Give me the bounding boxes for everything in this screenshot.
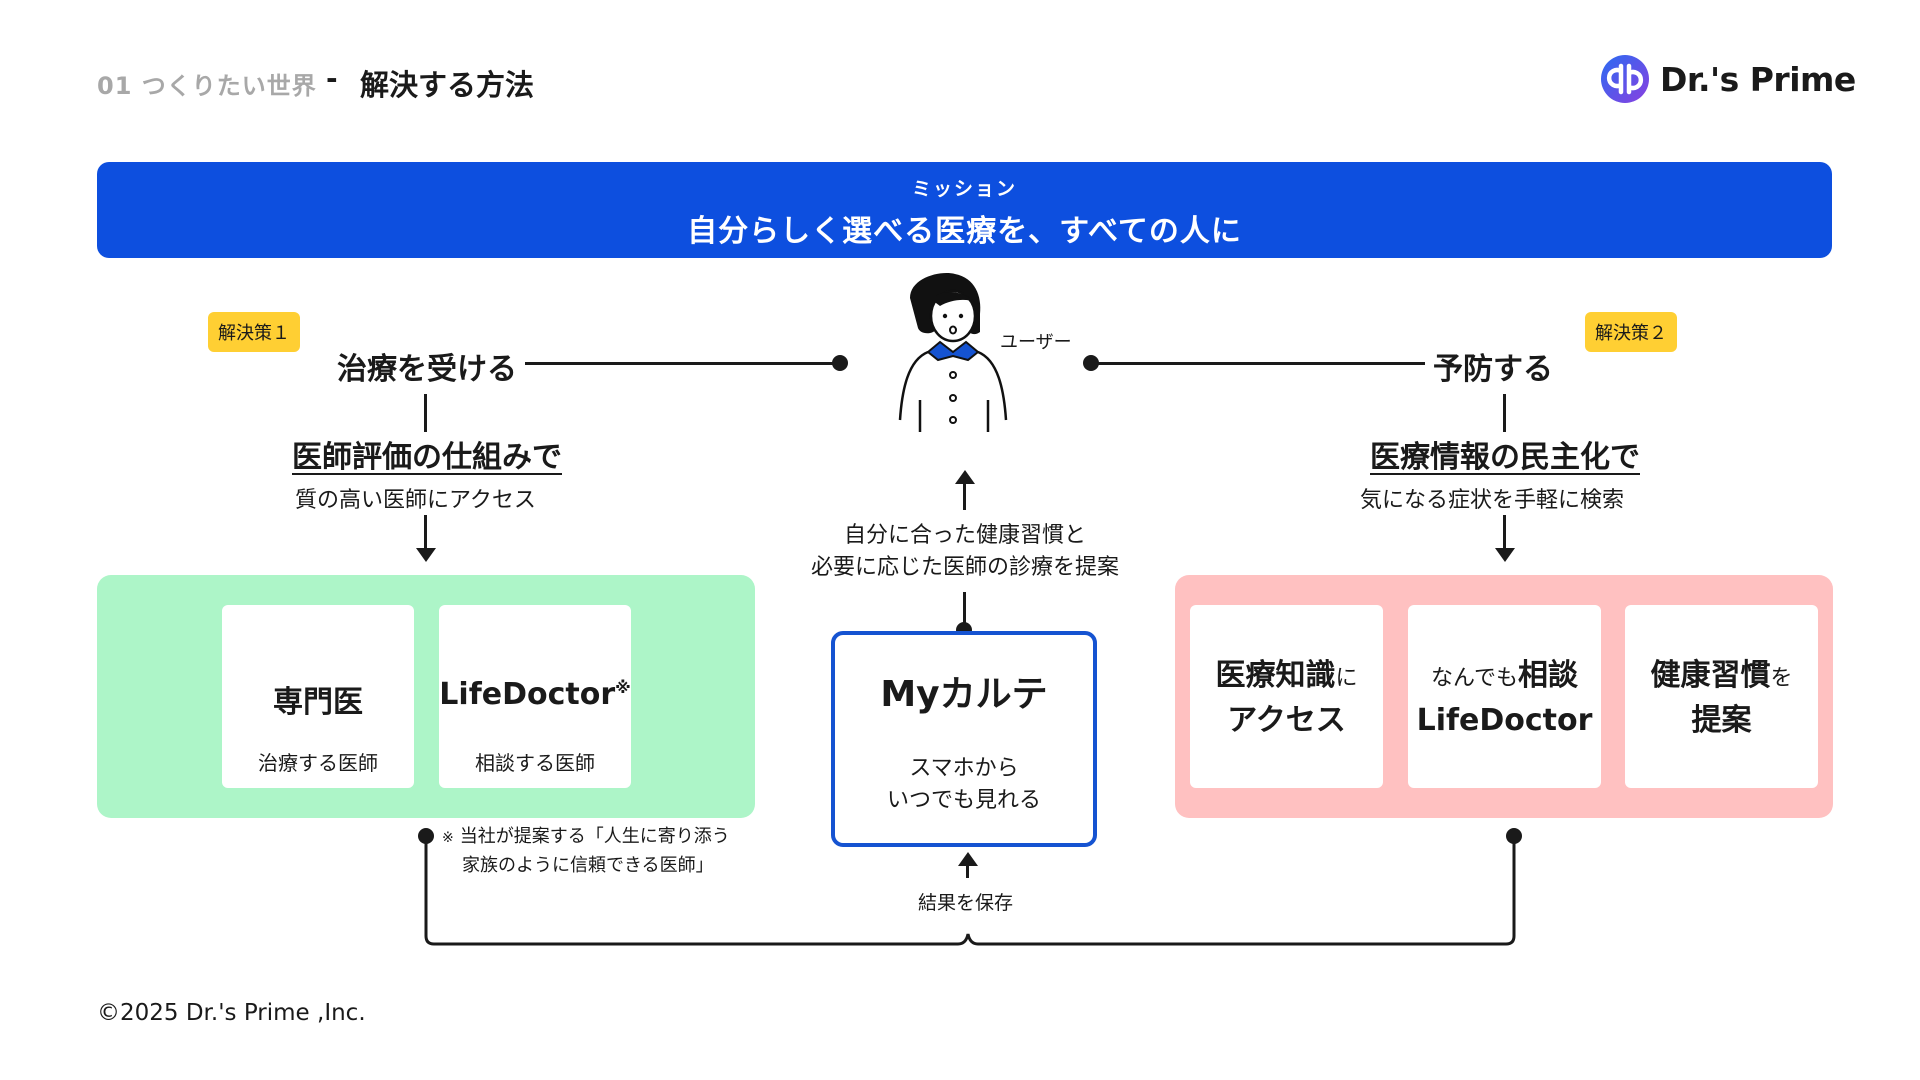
mission-banner: ミッション 自分らしく選べる医療を、すべての人に	[97, 162, 1832, 258]
page-title: 解決する方法	[360, 68, 535, 102]
medical-knowledge-card: 医療知識に アクセス	[1190, 605, 1383, 788]
card-title: 専門医	[273, 685, 363, 720]
card-title-text: LifeDoctor	[439, 677, 616, 712]
karte-subtitle: スマホから いつでも見れる	[835, 753, 1093, 817]
user-illustration-icon	[898, 273, 1008, 432]
note-mark: ※	[615, 678, 631, 697]
note-line-2: 家族のように信頼できる医師」	[462, 855, 714, 876]
section-label: 01 つくりたい世界	[97, 72, 317, 100]
right-subheading: 医療情報の民主化で	[1370, 440, 1640, 475]
suggestion-text: 自分に合った健康習慣と 必要に応じた医師の診療を提案	[790, 520, 1140, 584]
mission-label: ミッション	[911, 178, 1017, 200]
treatment-panel	[97, 575, 755, 818]
left-description: 質の高い医師にアクセス	[295, 488, 536, 513]
header-separator: -	[326, 62, 338, 95]
card-title: LifeDoctor※	[439, 677, 631, 712]
arrow-line	[963, 482, 966, 510]
connector-line	[424, 394, 427, 432]
card-strong: LifeDoctor	[1416, 703, 1593, 738]
save-label: 結果を保存	[918, 892, 1014, 914]
arrow-line	[424, 515, 427, 555]
card-subtitle: 相談する医師	[475, 751, 595, 775]
arrow-up-icon	[955, 470, 975, 484]
left-heading: 治療を受ける	[337, 352, 517, 387]
logo-icon	[1601, 55, 1649, 103]
bottom-connector	[424, 836, 1516, 946]
connector-left-user	[525, 362, 840, 365]
connector-line	[963, 592, 966, 628]
left-subheading: 医師評価の仕組みで	[292, 440, 562, 475]
karte-sub-line-2: いつでも見れる	[886, 788, 1041, 813]
card-weak: に	[1335, 666, 1358, 691]
specialist-card: 専門医 治療する医師	[222, 605, 414, 788]
connector-right-user	[1090, 362, 1425, 365]
card-title: 健康習慣を 提案	[1625, 655, 1818, 742]
card-subtitle: 治療する医師	[258, 751, 378, 775]
card-strong: アクセス	[1227, 703, 1346, 738]
note-line-1: 当社が提案する「人生に寄り添う	[459, 826, 730, 847]
card-strong: 提案	[1691, 703, 1752, 738]
health-habit-card: 健康習慣を 提案	[1625, 605, 1818, 788]
right-description: 気になる症状を手軽に検索	[1360, 488, 1625, 513]
arrow-line	[966, 864, 969, 878]
connector-dot	[1083, 355, 1099, 371]
solution-1-badge: 解決策１	[208, 312, 300, 352]
lifedoctor-note: ※ 当社が提案する「人生に寄り添う 家族のように信頼できる医師」	[442, 823, 730, 880]
consult-lifedoctor-card: なんでも相談 LifeDoctor	[1408, 605, 1601, 788]
my-karte-card: Myカルテ スマホから いつでも見れる	[831, 631, 1097, 847]
card-strong: 医療知識	[1215, 658, 1336, 693]
connector-dot	[832, 355, 848, 371]
right-heading: 予防する	[1433, 352, 1553, 387]
solution-2-badge: 解決策２	[1585, 312, 1677, 352]
note-mark: ※	[442, 830, 454, 846]
copyright: ©2025 Dr.'s Prime ,Inc.	[97, 1000, 366, 1026]
arrow-down-icon	[1495, 548, 1515, 562]
card-weak: を	[1770, 666, 1793, 691]
card-strong: 健康習慣	[1650, 658, 1771, 693]
connector-dot	[1506, 828, 1522, 844]
card-strong: 相談	[1517, 658, 1578, 693]
arrow-down-icon	[416, 548, 436, 562]
suggestion-line-1: 自分に合った健康習慣と	[843, 523, 1086, 548]
card-weak: なんでも	[1431, 666, 1518, 691]
logo-text: Dr.'s Prime	[1660, 60, 1856, 99]
suggestion-line-2: 必要に応じた医師の診療を提案	[810, 555, 1119, 580]
card-title: なんでも相談 LifeDoctor	[1408, 655, 1601, 742]
arrow-up-icon	[958, 852, 978, 866]
card-title: 医療知識に アクセス	[1190, 655, 1383, 742]
arrow-line	[1503, 515, 1506, 555]
lifedoctor-card: LifeDoctor※ 相談する医師	[439, 605, 631, 788]
user-label: ユーザー	[1000, 332, 1072, 353]
connector-line	[1503, 394, 1506, 432]
mission-text: 自分らしく選べる医療を、すべての人に	[687, 214, 1242, 249]
karte-title: Myカルテ	[880, 674, 1048, 715]
karte-sub-line-1: スマホから	[909, 756, 1019, 781]
